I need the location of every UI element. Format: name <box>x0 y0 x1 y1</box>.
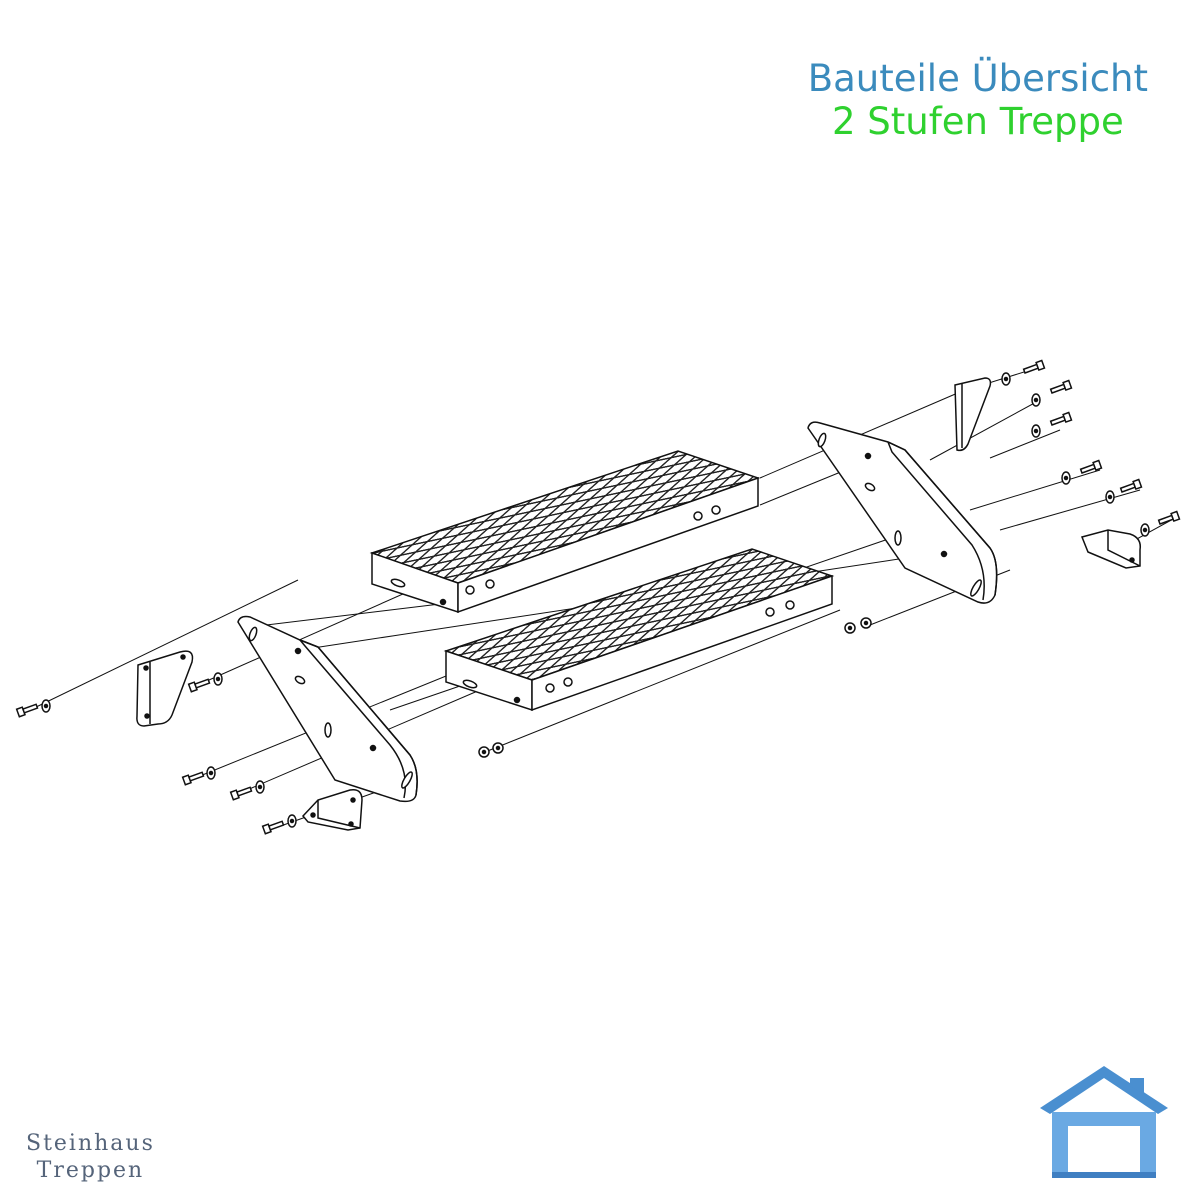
brand-line-2: Treppen <box>36 1157 145 1183</box>
title-block: Bauteile Übersicht 2 Stufen Treppe <box>807 57 1148 143</box>
brand-line-1: Steinhaus <box>26 1131 155 1157</box>
page-subtitle: 2 Stufen Treppe <box>831 99 1124 143</box>
bolts <box>15 359 1181 835</box>
assembly-lines <box>29 366 1176 829</box>
wall-bracket-left <box>136 650 194 727</box>
wall-bracket-right <box>954 377 992 452</box>
floor-bracket-left <box>301 788 363 831</box>
stringer-left <box>237 615 418 803</box>
grating-step-upper <box>369 450 761 614</box>
brand-wordmark: Steinhaus Treppen <box>26 1131 155 1184</box>
washers-and-nuts <box>41 372 1150 828</box>
page-title: Bauteile Übersicht <box>807 57 1148 100</box>
stringer-right <box>807 421 998 604</box>
floor-bracket-right <box>1080 529 1142 569</box>
grating-step-lower <box>443 548 835 712</box>
house-icon <box>1040 1066 1168 1178</box>
